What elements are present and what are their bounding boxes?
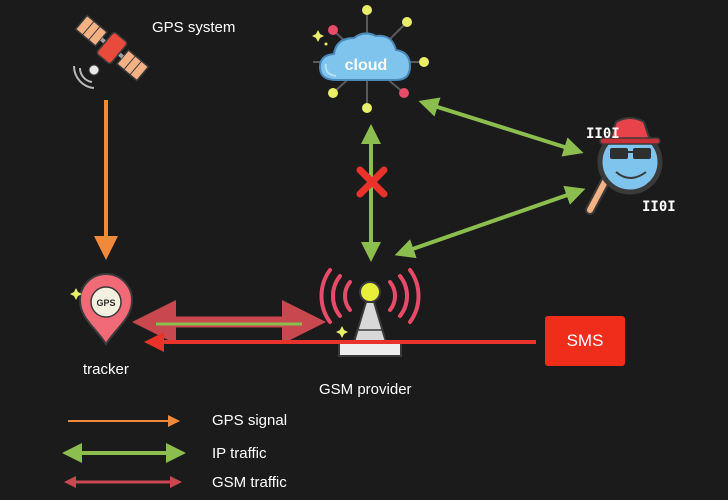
- gps-pin-label: GPS: [96, 298, 115, 308]
- tracker-label: tracker: [83, 361, 129, 378]
- gps-pin-icon: [78, 273, 134, 346]
- sms-box: SMS: [545, 316, 625, 366]
- spy-magnifier-icon: [585, 117, 663, 215]
- ip-traffic-cloud-spy-arrow: [418, 97, 584, 157]
- satellite-icon: [72, 14, 150, 89]
- ip-traffic-tower-spy-arrow: [394, 185, 586, 259]
- legend-gps-signal-label: GPS signal: [212, 412, 288, 429]
- binary-bottom-label: II0I: [642, 199, 676, 215]
- binary-top-label: II0I: [586, 126, 620, 142]
- legend-gsm-traffic-label: GSM traffic: [212, 474, 287, 491]
- sparkle-icon: [336, 326, 348, 338]
- sparkle-icon: [70, 288, 82, 300]
- cloud-label: cloud: [345, 57, 388, 74]
- sparkle-icon: [312, 30, 324, 42]
- cloud-network-icon: [313, 5, 429, 113]
- legend-ip-traffic-label: IP traffic: [212, 445, 267, 462]
- blocked-cross-icon: [356, 166, 388, 198]
- gps-system-label: GPS system: [152, 19, 236, 36]
- gsm-provider-label: GSM provider: [319, 381, 412, 398]
- gsm-tower-icon: [319, 268, 421, 357]
- sms-label: SMS: [566, 331, 604, 350]
